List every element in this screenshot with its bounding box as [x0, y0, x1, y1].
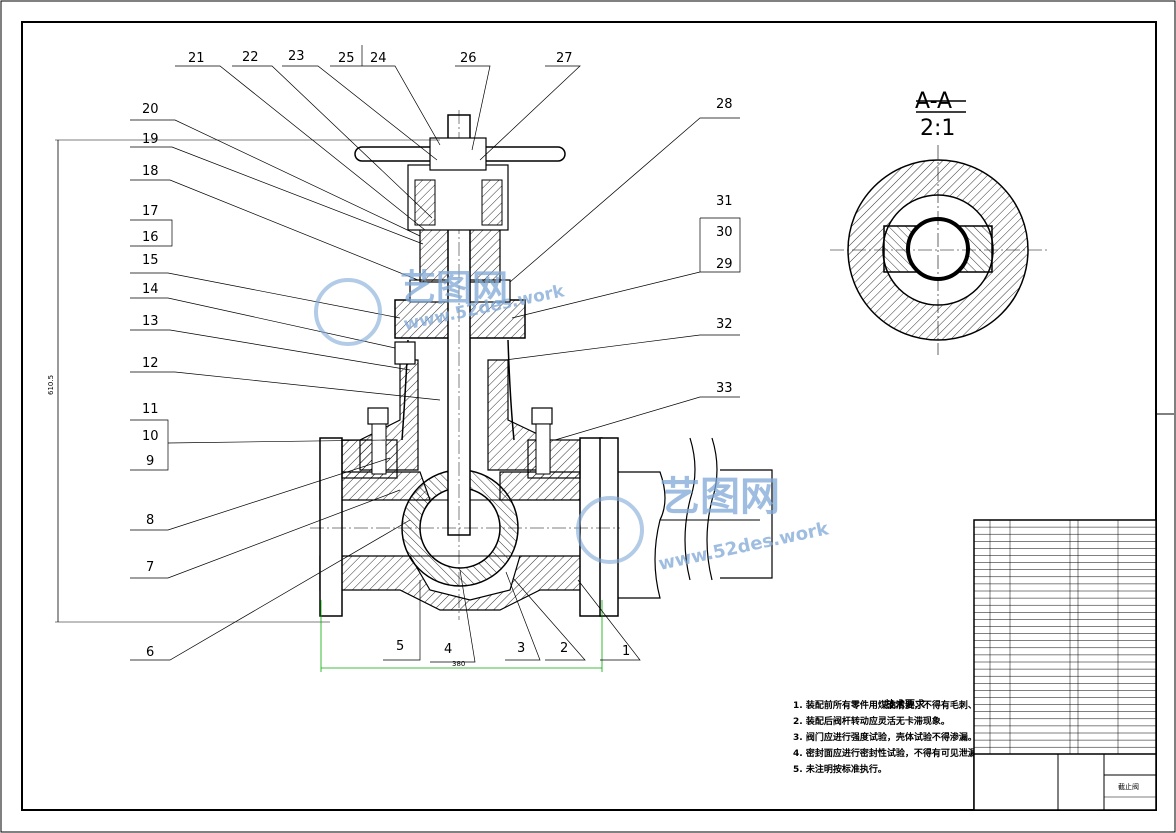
watermark-brand-1: 艺图网	[400, 268, 508, 309]
balloon-25: 25	[338, 51, 355, 66]
balloon-33: 33	[716, 381, 733, 396]
balloon-32: 32	[716, 317, 733, 332]
balloon-4: 4	[444, 642, 452, 657]
technical-notes: 技术要求 1. 装配前所有零件用煤油清洗，不得有毛刺、锈蚀等。 2. 装配后阀杆…	[793, 698, 1013, 775]
balloon-19: 19	[142, 132, 159, 147]
balloon-1: 1	[622, 644, 630, 659]
balloon-23: 23	[288, 49, 305, 64]
balloon-31: 31	[716, 194, 733, 209]
note-5: 5. 未注明按标准执行。	[793, 763, 887, 775]
balloon-17: 17	[142, 204, 159, 219]
globe-icon	[576, 496, 644, 564]
section-label: A-A	[915, 89, 952, 114]
dim-height-text: 610.5	[47, 375, 55, 395]
note-3: 3. 阀门应进行强度试验，壳体试验不得渗漏。	[793, 731, 977, 743]
dim-width-text: 380	[452, 660, 465, 668]
balloon-29: 29	[716, 257, 733, 272]
watermark-url-2: www.52des.work	[657, 518, 832, 575]
balloon-14: 14	[142, 282, 159, 297]
valve-assembly	[310, 110, 773, 620]
notes-title: 技术要求	[885, 698, 926, 711]
balloon-2: 2	[560, 641, 568, 656]
balloon-10: 10	[142, 429, 159, 444]
balloon-18: 18	[142, 164, 159, 179]
balloon-22: 22	[242, 50, 259, 65]
title-block-name: 截止阀	[1118, 782, 1139, 791]
balloon-5: 5	[396, 639, 404, 654]
section-scale: 2:1	[920, 116, 955, 141]
balloon-21: 21	[188, 51, 205, 66]
balloon-8: 8	[146, 513, 154, 528]
section-view-a-a: A-A 2:1	[830, 89, 1050, 355]
balloon-13: 13	[142, 314, 159, 329]
balloon-20: 20	[142, 102, 159, 117]
balloon-11: 11	[142, 402, 159, 417]
balloon-9: 9	[146, 454, 154, 469]
note-2: 2. 装配后阀杆转动应灵活无卡滞现象。	[793, 715, 950, 727]
balloon-3: 3	[517, 641, 525, 656]
leader-lines	[130, 45, 741, 663]
balloon-26: 26	[460, 51, 477, 66]
balloon-7: 7	[146, 560, 154, 575]
globe-icon	[314, 278, 382, 346]
balloon-6: 6	[146, 645, 154, 660]
balloon-16: 16	[142, 230, 159, 245]
watermark-brand-2: 艺图网	[660, 474, 780, 520]
note-4: 4. 密封面应进行密封性试验，不得有可见泄漏。	[793, 747, 986, 759]
note-1: 1. 装配前所有零件用煤油清洗，不得有毛刺、锈蚀等。	[793, 699, 1013, 711]
balloon-15: 15	[142, 253, 159, 268]
balloon-30: 30	[716, 225, 733, 240]
balloon-labels: 21 22 23 25 24 26 27 28 20 19 18 17 16 1…	[142, 49, 733, 660]
parts-list-table: 截止阀	[973, 519, 1157, 811]
balloon-27: 27	[556, 51, 573, 66]
balloon-12: 12	[142, 356, 159, 371]
balloon-24: 24	[370, 51, 387, 66]
balloon-28: 28	[716, 97, 733, 112]
